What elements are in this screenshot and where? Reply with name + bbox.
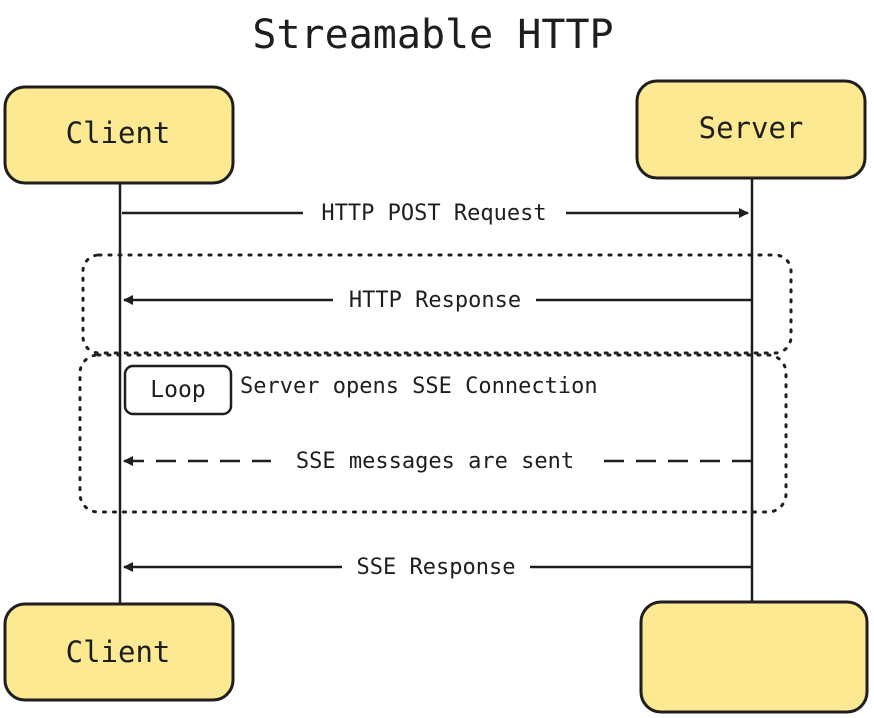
http-post-request-message: HTTP POST Request	[122, 199, 749, 227]
http-response-message: HTTP Response	[123, 286, 752, 314]
server-actor-top: Server	[635, 79, 867, 180]
http-post-request-label: HTTP POST Request	[321, 201, 546, 226]
loop-tag: Loop	[123, 364, 233, 416]
client-actor-top: Client	[3, 85, 235, 185]
sse-response-message: SSE Response	[123, 553, 752, 581]
loop-tag-label: Loop	[150, 377, 205, 403]
loop-condition-label: Server opens SSE Connection	[240, 374, 598, 399]
http-response-label: HTTP Response	[349, 288, 521, 313]
diagram-title: Streamable HTTP	[252, 12, 613, 58]
sse-response-label: SSE Response	[357, 555, 516, 580]
server-actor-top-label: Server	[699, 111, 804, 145]
response-frame	[81, 253, 793, 355]
sse-messages-label: SSE messages are sent	[296, 449, 574, 474]
client-actor-bottom-label: Client	[66, 635, 171, 669]
sse-messages-message: SSE messages are sent	[123, 447, 752, 475]
client-actor-top-label: Client	[66, 116, 171, 150]
client-actor-bottom: Client	[3, 602, 235, 702]
server-actor-bottom	[639, 600, 869, 714]
loop-frame	[78, 353, 788, 514]
